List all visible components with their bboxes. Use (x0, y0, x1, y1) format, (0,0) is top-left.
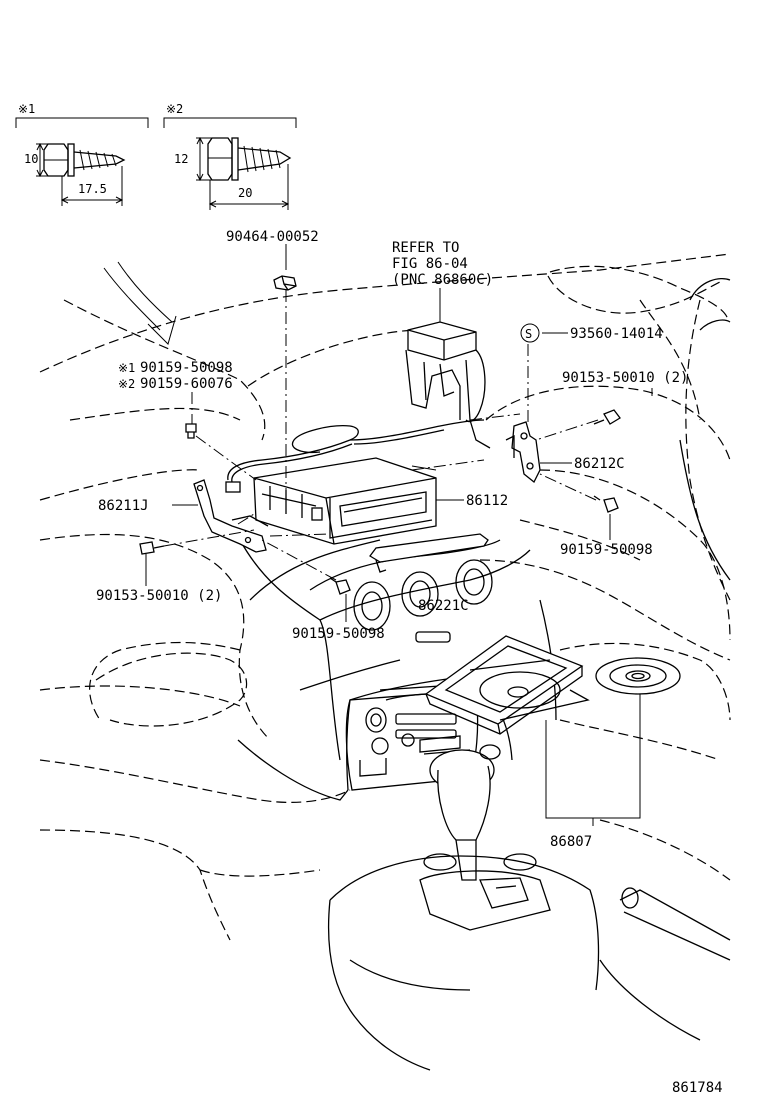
location-arrow (103, 261, 177, 345)
fastener-1-mark: ※1 (18, 102, 35, 116)
fastener-1-height: 10 (24, 152, 38, 166)
label-refer-fig: FIG 86-04 (392, 256, 468, 272)
radio-receiver-86112 (225, 419, 485, 545)
screw-upper-left (185, 423, 197, 439)
label-90159-50098-c: 90159-50098 (560, 542, 653, 558)
cd-tray-86807 (424, 635, 590, 735)
label-mark-1: ※1 (118, 361, 135, 375)
label-90464-00052: 90464-00052 (226, 229, 319, 245)
cd-disc (595, 657, 681, 695)
label-refer-pnc: (PNC 86860C) (392, 272, 493, 288)
label-mark-2: ※2 (118, 377, 135, 391)
label-86112: 86112 (466, 493, 508, 509)
label-90159-50098-d: 90159-50098 (292, 626, 385, 642)
fastener-detail-2: ※2 12 20 (163, 102, 297, 210)
labels: 90464-00052 REFER TO FIG 86-04 (PNC 8686… (96, 229, 723, 1096)
label-90159-50098-a: 90159-50098 (140, 360, 233, 376)
screw-lower-center (329, 577, 351, 595)
fastener-detail-1: ※1 10 17.5 (15, 102, 149, 206)
clip-90464 (273, 275, 297, 291)
bracket-86212c (505, 421, 541, 484)
screw-lower-left (139, 541, 165, 555)
fastener-2-length: 20 (238, 186, 252, 200)
label-86212c: 86212C (574, 456, 625, 472)
fastener-1-length: 17.5 (78, 182, 107, 196)
label-86221c: 86221C (418, 598, 469, 614)
label-93560-14014: 93560-14014 (570, 326, 663, 342)
label-90159-60076: 90159-60076 (140, 376, 233, 392)
label-90153-50010-b: 90153-50010 (2) (96, 588, 222, 604)
antenna-amplifier (405, 321, 491, 449)
screw-upper-right (593, 409, 621, 425)
fastener-2-mark: ※2 (166, 102, 183, 116)
label-s-mark: S (525, 327, 532, 341)
fastener-2-height: 12 (174, 152, 188, 166)
label-refer-to: REFER TO (392, 240, 459, 256)
label-90153-50010-a: 90153-50010 (2) (562, 370, 688, 386)
dashboard-outline (39, 253, 731, 941)
callout-lines (145, 244, 653, 826)
leader-lines (163, 290, 599, 581)
label-86211j: 86211J (98, 498, 149, 514)
screw-right (593, 495, 619, 513)
s-mark-circle (520, 323, 540, 343)
bracket-86211j (193, 479, 269, 553)
center-console (237, 533, 731, 1071)
label-86807: 86807 (550, 834, 592, 850)
figure-id: 861784 (672, 1080, 723, 1096)
